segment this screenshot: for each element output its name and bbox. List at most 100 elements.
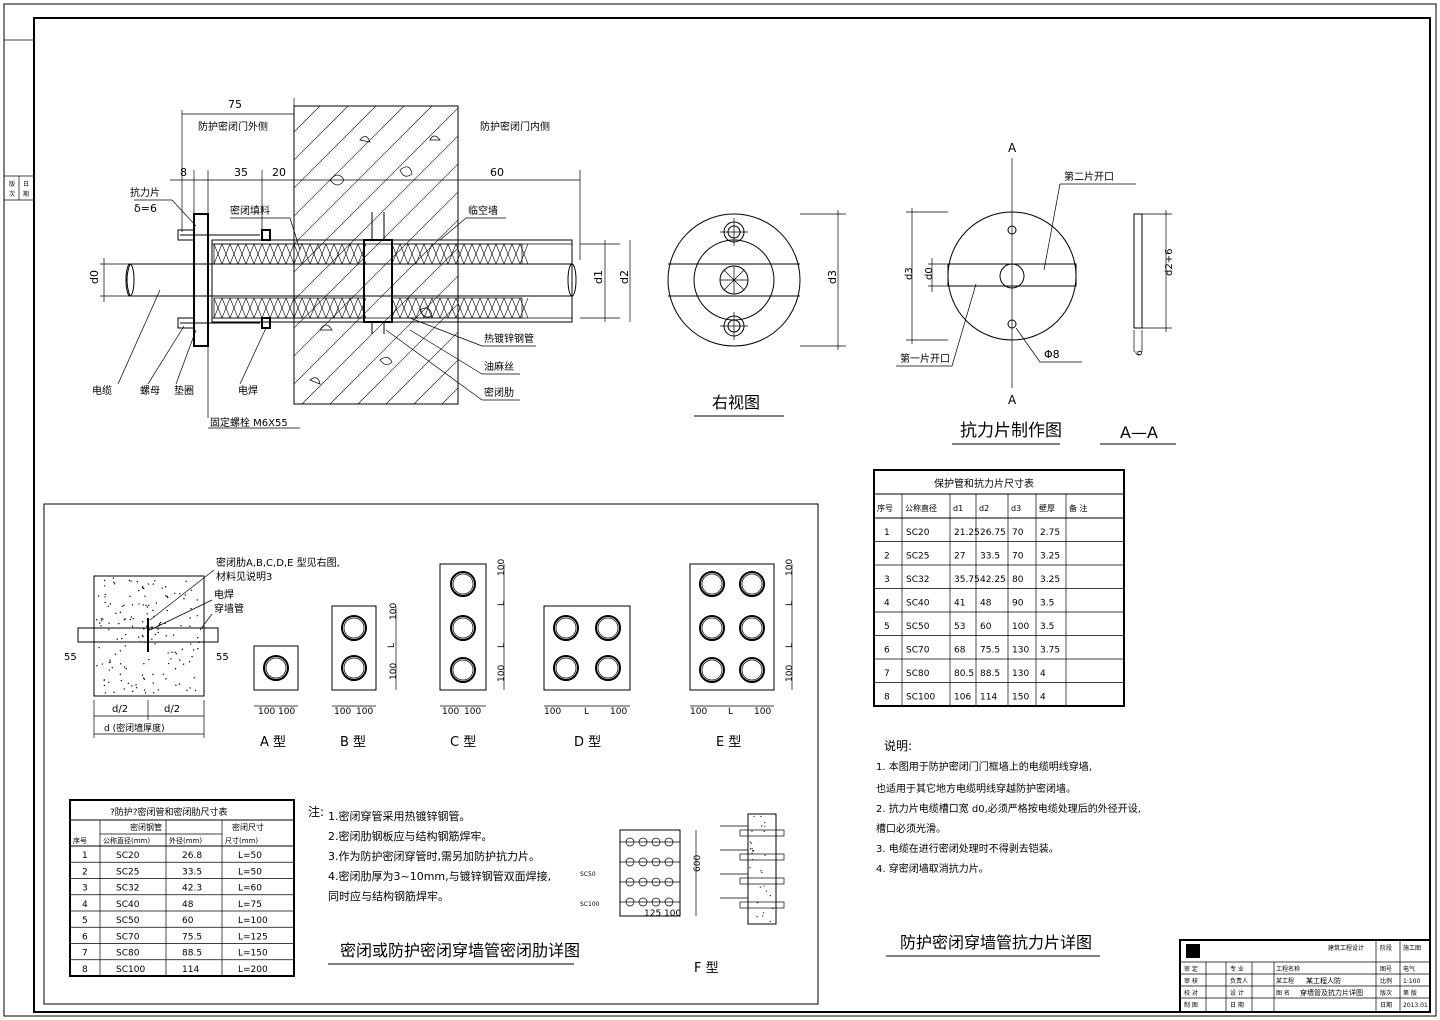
size-table-cell: 1	[884, 528, 890, 538]
d-dim-r: 100	[610, 707, 627, 717]
type-f-label: F 型	[694, 961, 719, 976]
type-a-label: A 型	[260, 735, 286, 750]
e-dim-l2: L	[785, 643, 795, 648]
rib-table-cell: 26.8	[182, 851, 202, 861]
size-table-cell: 3	[884, 575, 890, 585]
weld-label: 电焊	[238, 384, 258, 397]
size-table-cell: 21.25	[954, 528, 980, 538]
size-table-cell: SC25	[906, 552, 929, 562]
d3-label: d3	[826, 270, 839, 284]
outer-frame	[3, 3, 1437, 1017]
size-table-cell: 4	[1040, 693, 1046, 703]
size-table-cell: 42.25	[980, 575, 1006, 585]
section-title: A—A	[1120, 423, 1158, 442]
b-dim-l2: L	[387, 643, 397, 648]
size-table-cell: 7	[884, 669, 890, 679]
rib-weld-label: 电焊	[214, 588, 234, 601]
rib-table-cell: SC20	[116, 851, 140, 861]
size-table-cell: 60	[980, 622, 992, 632]
size-table-title: 保护管和抗力片尺寸表	[934, 477, 1034, 490]
tb-label-0: 阶段	[1380, 944, 1392, 952]
size-table-cell: SC100	[906, 693, 935, 703]
rib-table-cell: SC32	[116, 884, 139, 894]
size-table-cell: SC32	[906, 575, 929, 585]
plate-thickness: δ=6	[134, 202, 157, 215]
size-table-cell: 26.75	[980, 528, 1006, 538]
b-dim-r: 100	[356, 707, 373, 717]
tb-value-2: 1:100	[1403, 978, 1420, 985]
type-e-label: E 型	[716, 735, 741, 750]
size-table-cell: 80	[1012, 575, 1024, 585]
tb-r4-a: 制 图	[1184, 1001, 1198, 1009]
tb-value-0: 施工图	[1403, 944, 1421, 952]
dim-60: 60	[490, 166, 504, 179]
rib-table-cell: 6	[82, 932, 88, 942]
wall-thickness-label: d (密闭墙厚度)	[104, 722, 165, 734]
cable	[126, 263, 573, 297]
half-left: d/2	[112, 704, 128, 715]
cable-core-hatch	[720, 266, 748, 294]
d2-6-label: d2+6	[1164, 249, 1175, 276]
size-table-header: 壁厚	[1039, 503, 1055, 513]
size-table-cell: 3.25	[1040, 552, 1060, 562]
note-left-3: 3.作为防护密闭穿管时,需另加防护抗力片。	[328, 849, 540, 863]
rib-table-cell: SC50	[116, 916, 140, 926]
rib-table-cell: 7	[82, 949, 88, 959]
size-table-cell: SC70	[906, 646, 930, 656]
note-left-4: 4.密闭肋厚为3~10mm,与镀锌钢管双面焊接,	[328, 869, 551, 883]
rib-type-f: SC50 SC100 600 125 100 F 型	[580, 813, 785, 976]
rib-table-cell: SC25	[116, 867, 139, 877]
type-d-label: D 型	[574, 735, 601, 750]
rib-callout-2: 材料见说明3	[216, 570, 272, 583]
rib-table-header: 外径(mm)	[169, 836, 202, 845]
size-table-cell: 75.5	[980, 646, 1000, 656]
size-table-cell: 3.5	[1040, 622, 1054, 632]
tb-r1-b: 专 业	[1230, 965, 1244, 973]
wall-hatching	[294, 106, 458, 404]
d1-label: d1	[592, 270, 605, 284]
plate-fabrication: A A 第二片开口 第一片开口 Φ8 d3 d0 d2+6 6 抗力片制作图 A…	[896, 141, 1176, 445]
note-left-1: 1.密闭穿管采用热镀锌钢管。	[328, 809, 471, 823]
rib-table-cell: 3	[82, 884, 88, 894]
e-dim-l1: L	[785, 601, 795, 606]
size-table-cell: 2	[884, 552, 890, 562]
rib-wall-section: 密闭肋A,B,C,D,E 型见右图, 材料见说明3 电焊 穿墙管 55 55 d…	[64, 556, 340, 738]
size-table-cell: 68	[954, 646, 966, 656]
size-table-cell: 150	[1012, 693, 1029, 703]
tb-r2-a: 审 核	[1184, 977, 1198, 985]
pipe-label: 热镀锌钢管	[484, 332, 534, 345]
size-table-cell: 5	[884, 622, 890, 632]
size-table-cell: 33.5	[980, 552, 1000, 562]
e-dim-r: 100	[754, 707, 771, 717]
size-table-cell: 80.5	[954, 669, 974, 679]
size-table-cell: 4	[884, 599, 890, 609]
left-margin-stamp: 版 次 日 期	[4, 39, 34, 201]
rib-table-cell: 2	[82, 867, 88, 877]
title-block: 建筑工程设计 审 定 专 业 工程名称 审 核 负责人 某工程 校 对 设 计 …	[1179, 939, 1431, 1013]
right-drawing-title: 防护密闭穿墙管抗力片详图	[900, 933, 1092, 952]
f-dim-100: 100	[664, 909, 681, 919]
rib-table-cell: 33.5	[182, 867, 202, 877]
size-table-cell: 8	[884, 693, 890, 703]
rib-sleeve-label: 穿墙管	[214, 602, 244, 615]
a-dim-l: 100	[258, 707, 275, 717]
f-note-2: SC100	[580, 901, 600, 908]
tb-r1-c: 工程名称	[1276, 965, 1300, 973]
phi8-label: Φ8	[1044, 348, 1060, 361]
e-dim-bot: 100	[785, 665, 795, 682]
c-dim-l2: L	[497, 643, 507, 648]
tb-label-2: 比例	[1380, 977, 1392, 985]
note-left-2: 2.密闭肋钢板应与结构钢筋焊牢。	[328, 829, 493, 843]
tb-r2-b: 负责人	[1230, 977, 1248, 985]
section-mark-top: A	[1008, 141, 1017, 155]
d0-plate-label: d0	[924, 267, 935, 280]
rib-table-cell: L=150	[238, 949, 268, 959]
dim-75: 75	[228, 98, 242, 111]
washer-label: 垫圈	[174, 384, 194, 397]
rib-table-cell: SC100	[116, 965, 145, 975]
tb-r1-a: 审 定	[1184, 965, 1198, 973]
note-left-5: 同时应与结构钢筋焊牢。	[328, 889, 449, 903]
cable-label: 电缆	[92, 384, 112, 397]
